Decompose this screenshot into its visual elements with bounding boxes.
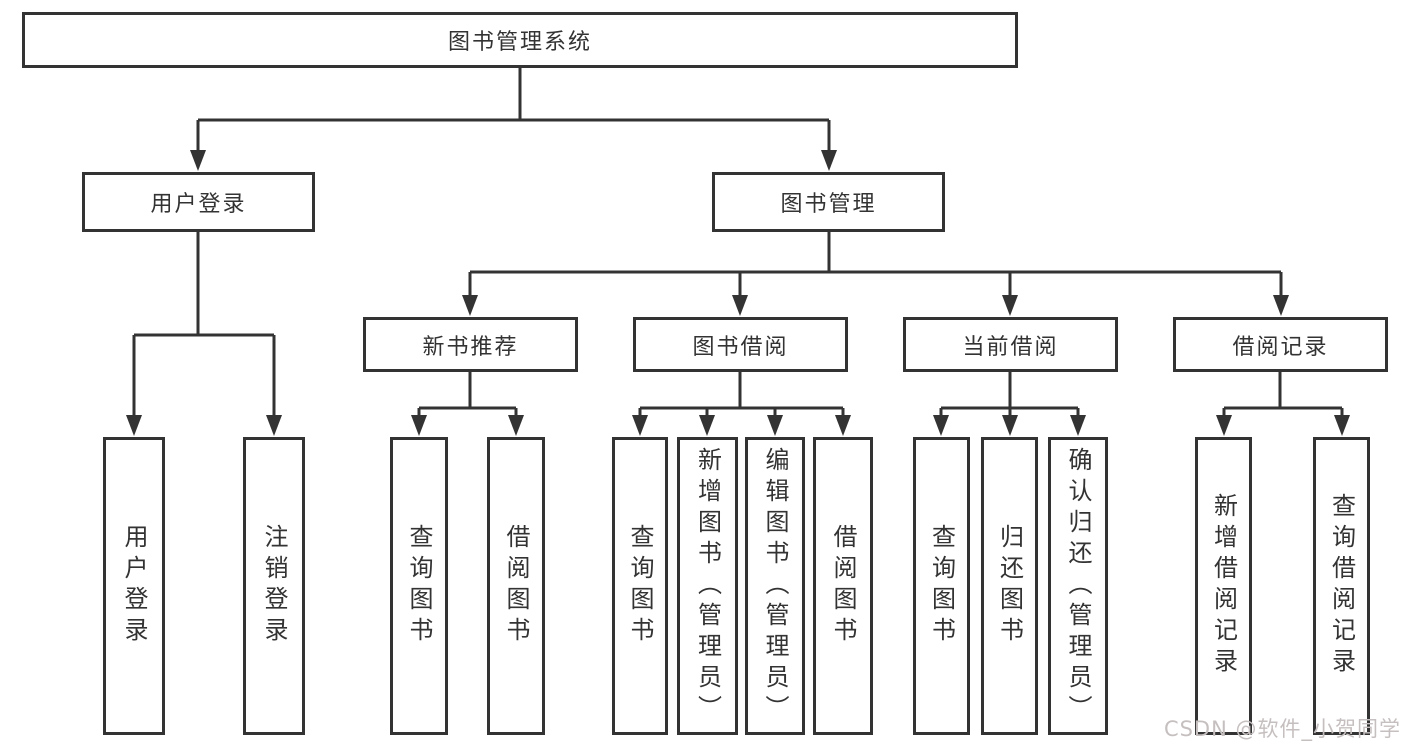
diagram-node-user-login: 用户登录 (82, 172, 315, 232)
diagram-node-new-book-recommend: 新书推荐 (363, 317, 578, 372)
diagram-node-leaf-logout: 注销登录 (243, 437, 305, 735)
diagram-node-book-management: 图书管理 (712, 172, 945, 232)
diagram-node-leaf-borrow-book-1: 借阅图书 (487, 437, 545, 735)
edge-current-borrow-children (933, 372, 1086, 436)
edge-root-to-level2 (190, 68, 837, 171)
diagram-node-leaf-user-login: 用户登录 (103, 437, 165, 735)
diagram-node-leaf-query-book-2: 查询图书 (612, 437, 668, 735)
diagram-node-leaf-edit-book: 编辑图书（管理员） (745, 437, 805, 735)
edge-book-management-children (462, 232, 1289, 316)
diagram-node-leaf-add-borrow-record: 新增借阅记录 (1195, 437, 1252, 735)
watermark: CSDN @软件_小贺同学 (1163, 717, 1401, 741)
diagram-node-borrow-records: 借阅记录 (1173, 317, 1388, 372)
edge-new-book-recommend-children (411, 372, 524, 436)
diagram-node-leaf-return-book: 归还图书 (981, 437, 1038, 735)
diagram-node-book-borrow: 图书借阅 (633, 317, 848, 372)
diagram-node-leaf-query-book-3: 查询图书 (913, 437, 970, 735)
diagram-node-leaf-confirm-return: 确认归还（管理员） (1048, 437, 1108, 735)
diagram-node-leaf-query-book-1: 查询图书 (390, 437, 448, 735)
edge-borrow-records-children (1216, 372, 1350, 436)
diagram-node-leaf-query-borrow-record: 查询借阅记录 (1313, 437, 1370, 735)
diagram-node-root: 图书管理系统 (22, 12, 1018, 68)
edge-user-login-children (126, 232, 282, 436)
edge-book-borrow-children (632, 372, 851, 436)
diagram-node-leaf-borrow-book-2: 借阅图书 (813, 437, 873, 735)
diagram-node-current-borrow: 当前借阅 (903, 317, 1118, 372)
diagram-node-leaf-add-book: 新增图书（管理员） (677, 437, 738, 735)
